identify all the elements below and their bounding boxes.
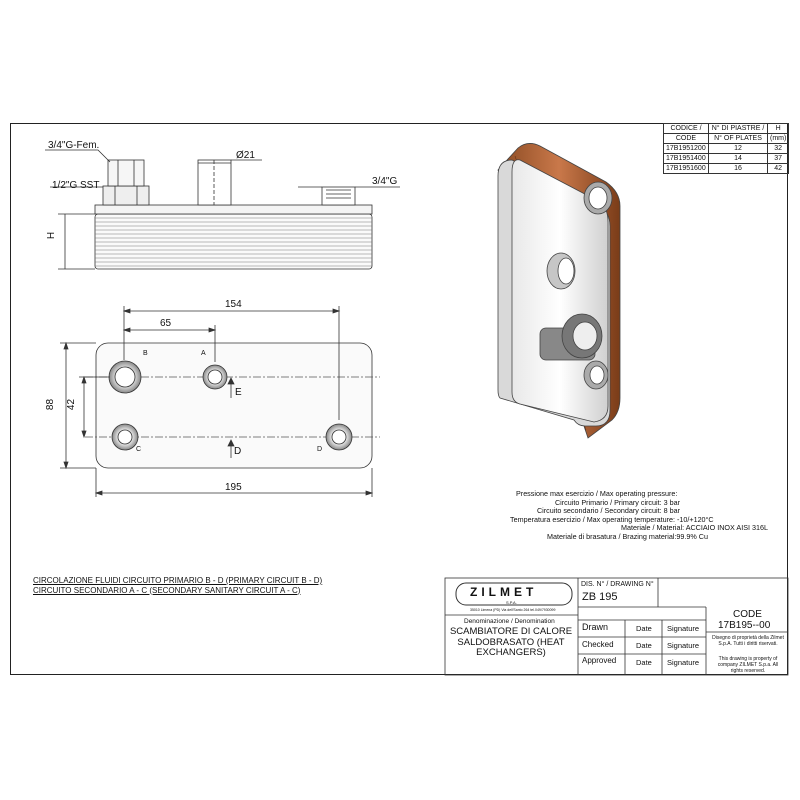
table-cell: 17B1951600: [663, 163, 709, 174]
table-row: 17B1951200 12 32: [663, 143, 790, 154]
table-cell: 17B1951400: [663, 153, 709, 164]
spec-line: Pressione max esercizio / Max operating …: [516, 489, 678, 498]
secondary-circuit-note: CIRCUITO SECONDARIO A - C (SECONDARY SAN…: [33, 585, 301, 595]
table-cell: 37: [766, 153, 790, 164]
signature-label: Signature: [667, 658, 700, 667]
table-header-row: CODICE / N° DI PIASTRE / H: [663, 123, 790, 134]
exchanger-3d-render: [497, 143, 621, 439]
logo-address: 35010 Limena (PD) Via dell'Santo 264 tel…: [470, 608, 556, 612]
width-154-label: 154: [225, 299, 242, 310]
side-view: [45, 149, 400, 270]
table-cell: 17B1951200: [663, 143, 709, 154]
table-cell: 12: [708, 143, 768, 154]
code-value: 17B195--00: [718, 620, 771, 631]
drawing-sheet-border: [10, 123, 788, 675]
port-c-label: C: [136, 446, 142, 453]
property-note-it: Disegno di proprietà della Zilmet S.p.A.…: [712, 635, 784, 647]
header-cell: N° DI PIASTRE /: [708, 123, 768, 134]
arrow-d-label: D: [234, 446, 242, 457]
logo-sub: S.P.A.: [506, 600, 517, 605]
male-thread-label: 3/4"G: [372, 176, 398, 187]
table-cell: 16: [708, 163, 768, 174]
spec-line: Circuito Primario / Primary circuit: 3 b…: [554, 497, 680, 507]
height-42-label: 42: [66, 398, 78, 411]
drawing-no-value: ZB 195: [582, 591, 618, 603]
date-label: Date: [636, 641, 652, 650]
date-label: Date: [636, 624, 652, 633]
plate-lines: [95, 217, 372, 267]
spec-line: Circuito secondario / Secondary circuit:…: [536, 506, 680, 516]
width-195-label: 195: [225, 482, 242, 493]
table-cell: 14: [708, 153, 768, 164]
port-a-label: A: [201, 350, 206, 357]
spec-line: Materiale di brasatura / Brazing materia…: [547, 531, 708, 541]
port-b-label: B: [143, 350, 148, 357]
title-block-lines: [444, 577, 789, 676]
diameter-label: Ø21: [236, 150, 255, 161]
width-65-label: 65: [160, 318, 172, 329]
checked-label: Checked: [582, 640, 614, 649]
arrow-e-label: E: [235, 387, 242, 398]
signature-label: Signature: [667, 624, 700, 633]
spec-line: Materiale / Material: ACCIAIO INOX AISI …: [620, 523, 768, 533]
property-note-en: This drawing is property of company ZILM…: [717, 656, 779, 674]
operating-specs: Pressione max esercizio / Max operating …: [510, 489, 768, 542]
signature-label: Signature: [667, 641, 700, 650]
date-label: Date: [636, 658, 652, 667]
header-cell: (mm): [766, 133, 790, 144]
fem-thread-label: 3/4"G-Fem.: [48, 140, 100, 151]
header-cell: CODICE /: [663, 123, 709, 134]
spec-line: Temperatura esercizio / Max operating te…: [510, 514, 714, 524]
drawn-label: Drawn: [582, 622, 609, 632]
height-label: H: [46, 231, 58, 240]
table-cell: 32: [766, 143, 790, 154]
front-view: [60, 306, 380, 497]
header-cell: CODE: [663, 133, 709, 144]
table-row: 17B1951400 14 37: [663, 153, 790, 164]
table-row: 17B1951600 16 42: [663, 163, 790, 174]
codes-table: CODICE / N° DI PIASTRE / H CODE N° OF PL…: [663, 123, 790, 174]
denomination-label: Denominazione / Denomination: [464, 618, 555, 625]
port-d-label: D: [317, 446, 323, 453]
table-header-row: CODE N° OF PLATES (mm): [663, 133, 790, 144]
height-88-label: 88: [45, 398, 57, 411]
circulation-notes: CIRCOLAZIONE FLUIDI CIRCUITO PRIMARIO B …: [33, 576, 322, 595]
code-label: CODE: [733, 609, 762, 620]
zilmet-logo: ZILMET: [470, 585, 538, 599]
primary-circuit-note: CIRCOLAZIONE FLUIDI CIRCUITO PRIMARIO B …: [33, 576, 323, 585]
table-cell: 42: [766, 163, 790, 174]
sst-thread-label: 1/2"G SST: [52, 180, 100, 191]
header-cell: H: [766, 123, 790, 134]
denomination-value: SCAMBIATORE DI CALORE SALDOBRASATO (HEAT…: [449, 626, 573, 658]
drawing-no-label: DIS. N° / DRAWING N°: [581, 581, 654, 588]
header-cell: N° OF PLATES: [708, 133, 768, 144]
approved-label: Approved: [582, 656, 617, 665]
